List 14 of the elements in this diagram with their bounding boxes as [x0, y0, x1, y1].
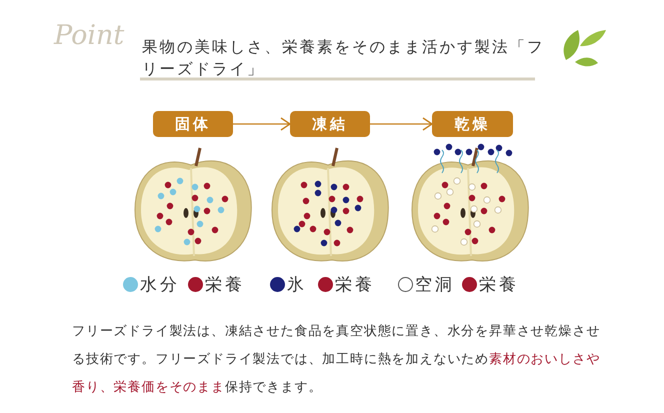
- arrow: [370, 117, 433, 131]
- heading: 果物の美味しさ、栄養素をそのまま活かす製法「フリーズドライ」: [142, 37, 546, 80]
- description-paragraph: フリーズドライ製法は、凍結させた食品を真空状態に置き、水分を昇華させ乾燥させる技術です。フリーズドライ製法では、加工時に熱を加えないため素材のおいしさや香り、栄養価をそのまま保持できます。: [72, 323, 602, 397]
- decorative-heading: Point: [54, 20, 124, 51]
- legend-label: 水分: [140, 274, 180, 296]
- legend-label: 氷: [287, 274, 307, 296]
- legend-label: 栄養: [335, 274, 375, 296]
- stage-label: 乾燥: [432, 111, 513, 137]
- stage-label: 固体: [153, 111, 233, 137]
- legend-label: 空洞: [415, 274, 455, 296]
- legend-label: 栄養: [479, 274, 519, 296]
- arrow: [233, 117, 291, 131]
- legend-label: 栄養: [205, 274, 245, 296]
- stage-label: 凍結: [290, 111, 370, 137]
